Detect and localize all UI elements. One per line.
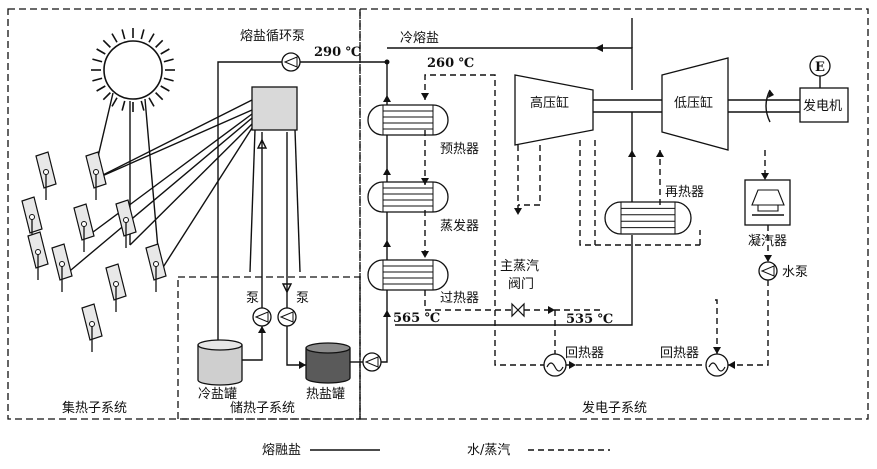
- sun-ray: [96, 85, 106, 92]
- label-cold-tank: 冷盐罐: [198, 387, 237, 402]
- label-pump-right: 泵: [296, 291, 309, 306]
- sun-icon: [91, 28, 175, 112]
- sun-ray: [140, 29, 145, 40]
- heliostat: [115, 199, 137, 248]
- pump-left: [252, 307, 272, 327]
- generator-symbol: [809, 55, 831, 88]
- label-generator-symbol: E: [815, 60, 825, 75]
- generator: [799, 87, 849, 123]
- label-water-pump: 水泵: [782, 265, 808, 280]
- condenser: [744, 179, 791, 226]
- label-condenser: 凝汽器: [748, 233, 787, 249]
- evaporator-hx: [367, 181, 449, 213]
- label-hp: 高压缸: [530, 95, 569, 111]
- sun-ray: [92, 77, 103, 82]
- sun-ray: [140, 100, 145, 111]
- label-preheater: 预热器: [440, 142, 479, 157]
- label-valve-2: 阀门: [508, 277, 534, 292]
- pump-right: [277, 307, 297, 327]
- label-hot-tank: 热盐罐: [306, 387, 345, 402]
- heliostat: [73, 203, 95, 252]
- sun-ray: [160, 48, 170, 55]
- heliostat: [21, 196, 43, 245]
- water-pump: [758, 261, 778, 281]
- superheater-hx: [367, 259, 449, 291]
- sun-ray: [121, 100, 126, 111]
- hot-salt-pump: [362, 352, 382, 372]
- regenerator-1: [543, 353, 567, 377]
- label-regen-2: 回热器: [660, 346, 699, 361]
- sun-ray: [155, 39, 164, 48]
- sun-ray: [163, 77, 174, 82]
- receiver: [251, 86, 298, 131]
- label-290: 290 ℃: [314, 45, 361, 60]
- label-260: 260 ℃: [427, 56, 474, 71]
- legend-water-label: 水/蒸汽: [467, 443, 510, 458]
- label-valve-1: 主蒸汽: [500, 259, 539, 274]
- reheater-hx: [604, 201, 692, 235]
- hot-tank: [305, 342, 351, 384]
- sun-ray: [102, 39, 111, 48]
- sun-ray: [148, 97, 155, 107]
- sun-ray: [92, 58, 103, 63]
- salt-circulation-pump: [281, 52, 301, 72]
- label-lp: 低压缸: [674, 95, 713, 111]
- sun-ray: [96, 48, 106, 55]
- label-collector-subsystem: 集热子系统: [62, 400, 127, 416]
- label-535: 535 ℃: [566, 312, 613, 327]
- legend-salt-label: 熔融盐: [262, 443, 301, 458]
- heliostat: [145, 243, 167, 292]
- label-reheater: 再热器: [665, 185, 704, 200]
- cold-tank: [197, 339, 243, 386]
- tower: [249, 129, 301, 294]
- label-generator: 发电机: [803, 98, 842, 114]
- heliostat-field: [21, 151, 167, 352]
- sun-ray: [111, 33, 118, 43]
- reflected-rays: [64, 99, 253, 276]
- label-regen-1: 回热器: [565, 346, 604, 361]
- regenerator-2: [705, 353, 729, 377]
- sun-ray: [155, 92, 164, 101]
- label-salt-pump: 熔盐循环泵: [240, 29, 305, 44]
- label-565: 565 ℃: [393, 311, 440, 326]
- power-subsystem-box: [359, 8, 869, 420]
- heliostat: [51, 243, 73, 292]
- main-steam-valve: [511, 302, 525, 318]
- heliostat: [85, 151, 107, 200]
- label-storage-subsystem: 储热子系统: [230, 401, 295, 416]
- label-cold-salt: 冷熔盐: [400, 31, 439, 46]
- heliostat: [35, 151, 57, 200]
- label-pump-left: 泵: [246, 291, 259, 306]
- sun-ray: [148, 33, 155, 43]
- sun-ray: [111, 97, 118, 107]
- hp-cylinder: [514, 74, 594, 146]
- heliostat: [27, 231, 49, 280]
- sun-ray: [163, 58, 174, 63]
- label-superheater: 过热器: [440, 291, 479, 306]
- label-power-subsystem: 发电子系统: [582, 400, 647, 416]
- sun-ray: [121, 29, 126, 40]
- sun-ray: [102, 92, 111, 101]
- label-evaporator: 蒸发器: [440, 218, 479, 234]
- heliostat: [105, 263, 127, 312]
- sun-ray: [160, 85, 170, 92]
- preheater-hx: [367, 104, 449, 136]
- heliostat: [81, 303, 103, 352]
- lp-cylinder: [661, 57, 729, 151]
